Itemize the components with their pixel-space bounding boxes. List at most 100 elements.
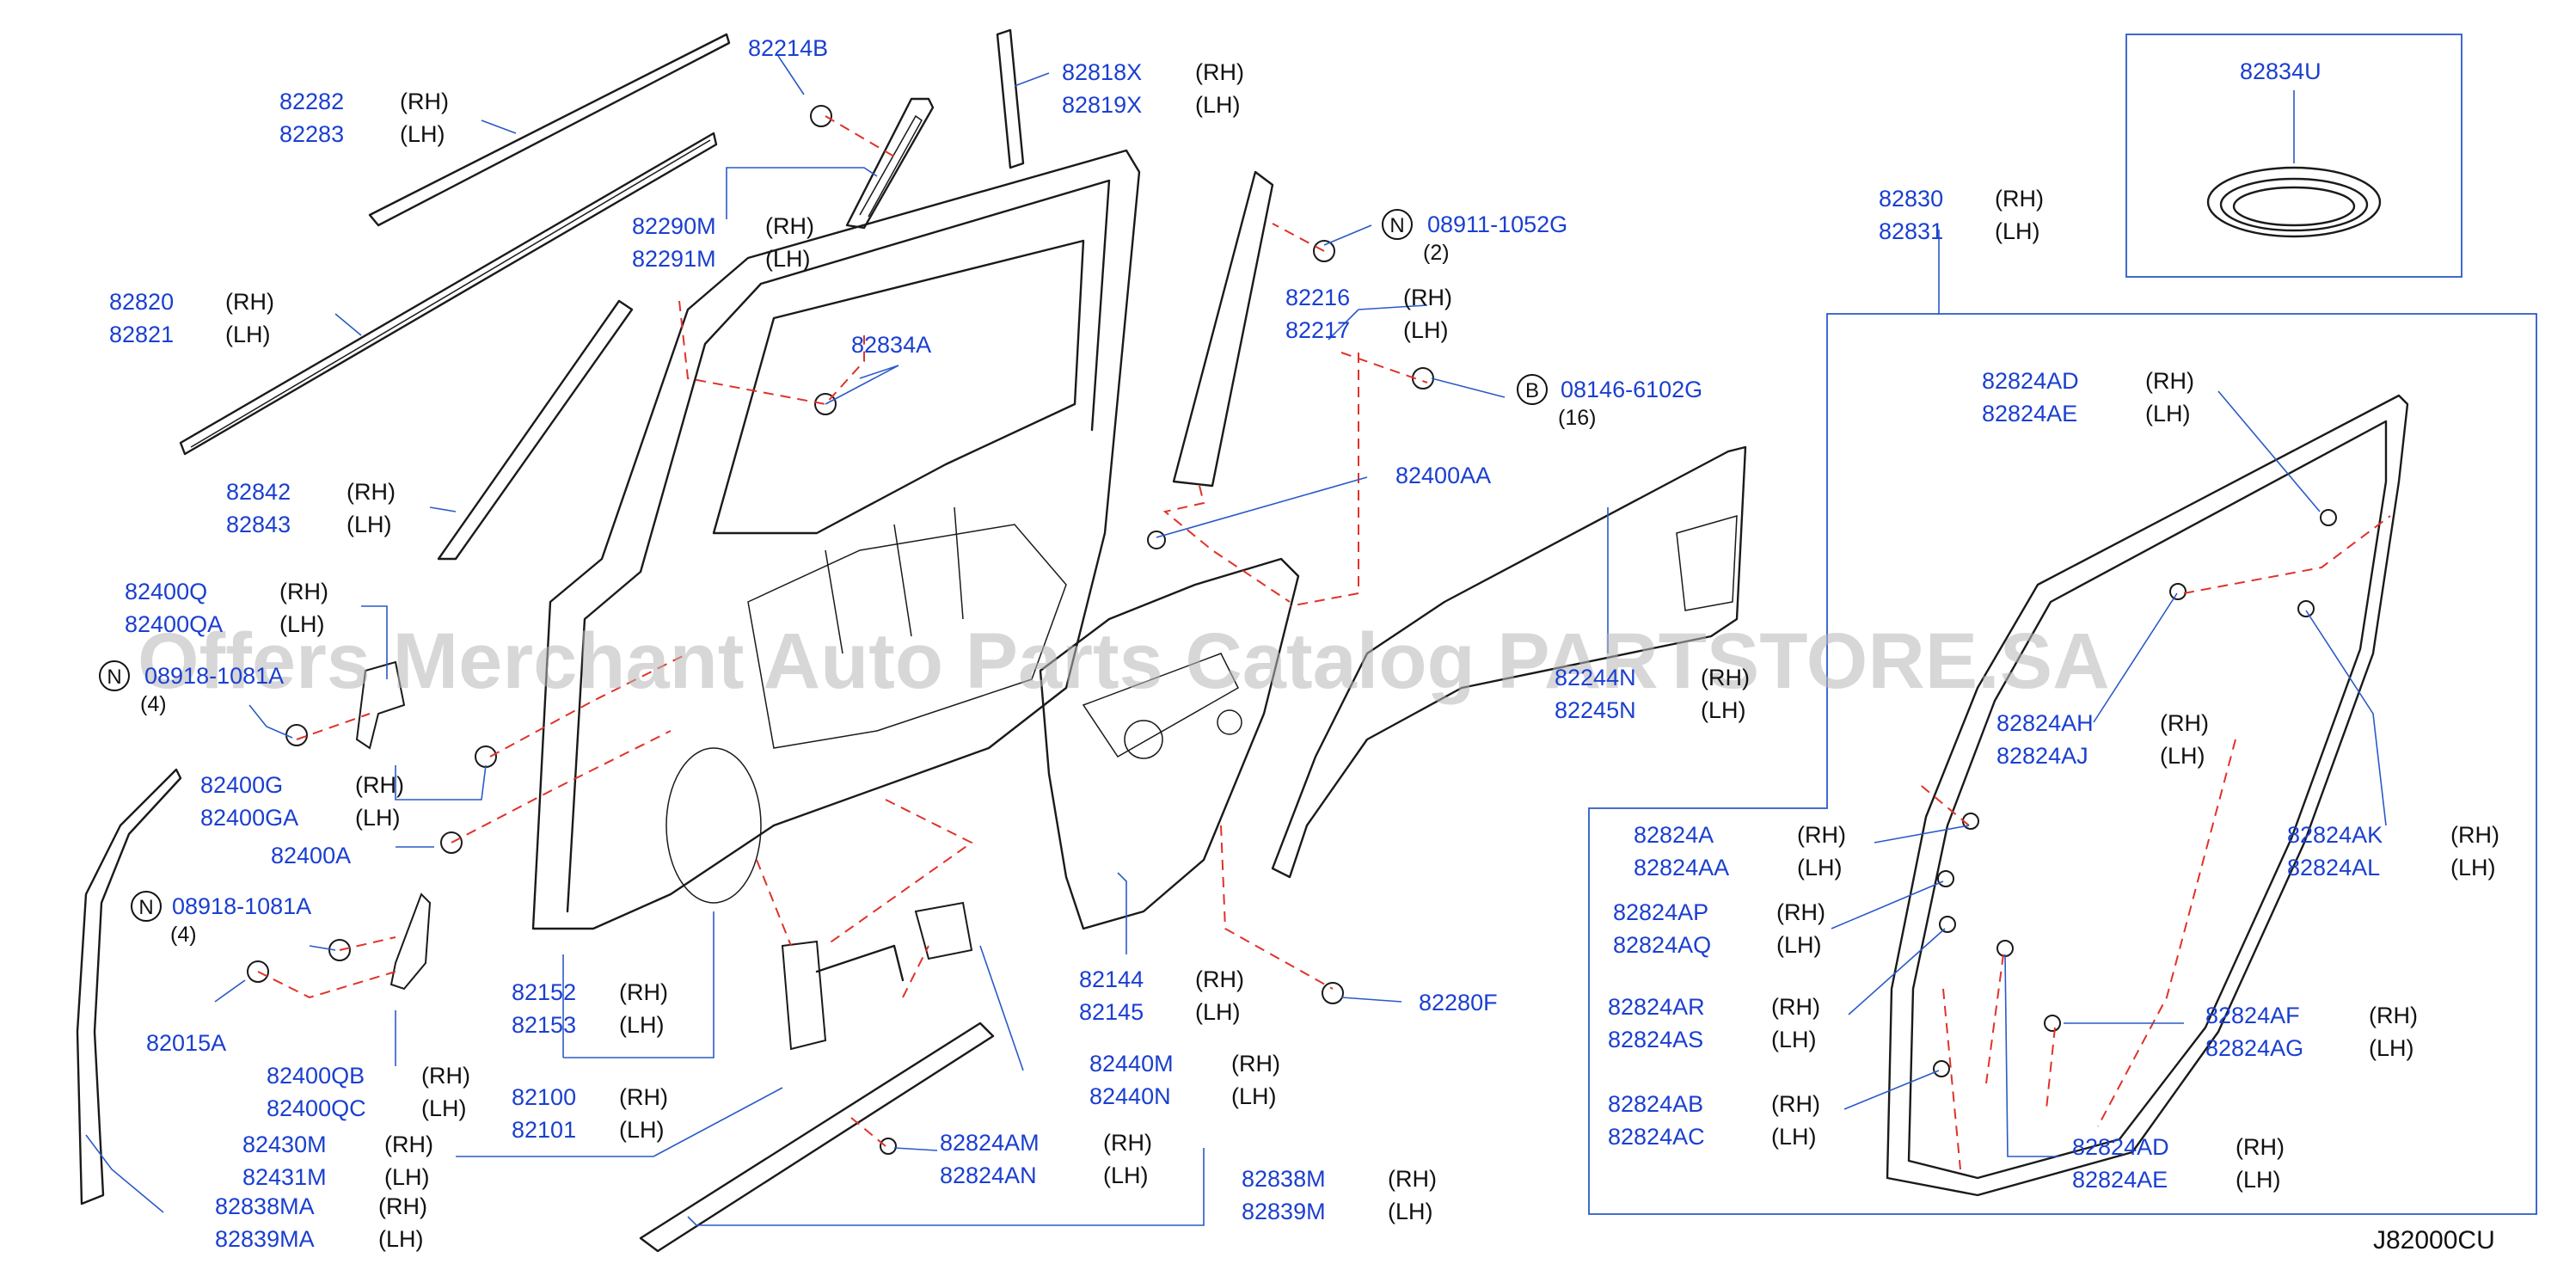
side-indicator: (RH) xyxy=(1995,186,2044,212)
part-number[interactable]: 82400AA xyxy=(1395,463,1491,488)
side-indicator: (LH) xyxy=(765,246,811,272)
part-number[interactable]: 82842 xyxy=(226,479,291,505)
part-number[interactable]: 82145 xyxy=(1079,999,1144,1025)
fastener-type-badge xyxy=(1382,209,1413,240)
part-number[interactable]: 82440N xyxy=(1089,1083,1171,1109)
callout-l14: 82244N(RH)82245N(LH) xyxy=(1555,665,1750,723)
part-number[interactable]: 82214B xyxy=(748,35,828,61)
part-number[interactable]: 82400QA xyxy=(125,611,223,637)
part-number[interactable]: 82217 xyxy=(1285,317,1350,343)
part-number[interactable]: 82838MA xyxy=(215,1193,315,1219)
part-number[interactable]: 82820 xyxy=(109,289,174,315)
door-bracket xyxy=(914,901,973,960)
part-number[interactable]: 82824AA xyxy=(1634,855,1729,880)
part-number[interactable]: 82291M xyxy=(632,246,716,272)
side-indicator: (RH) xyxy=(421,1063,470,1089)
part-number[interactable]: 82431M xyxy=(242,1164,327,1190)
side-indicator: (LH) xyxy=(400,121,445,147)
side-indicator: (LH) xyxy=(347,512,392,537)
fastener-type-badge xyxy=(1517,374,1548,405)
side-indicator: (RH) xyxy=(347,479,396,505)
part-number[interactable]: 82283 xyxy=(279,121,344,147)
side-indicator: (LH) xyxy=(1403,317,1449,343)
part-number[interactable]: 82400A xyxy=(271,843,351,868)
part-number[interactable]: 82430M xyxy=(242,1132,327,1157)
part-number[interactable]: 82824AF xyxy=(2205,1003,2300,1028)
part-number[interactable]: 82824AH xyxy=(1996,710,2094,736)
part-number[interactable]: 82400GA xyxy=(200,805,298,831)
side-indicator: (LH) xyxy=(355,805,401,831)
part-number[interactable]: 82819X xyxy=(1062,92,1142,118)
part-number[interactable]: 82152 xyxy=(512,979,576,1005)
corner-trim xyxy=(845,97,935,230)
part-number[interactable]: 82824AD xyxy=(2072,1134,2169,1160)
part-number[interactable]: 82834U xyxy=(2240,58,2321,84)
part-number[interactable]: 82101 xyxy=(512,1117,576,1143)
part-number[interactable]: 82839MA xyxy=(215,1226,315,1252)
part-number[interactable]: 82818X xyxy=(1062,59,1142,85)
part-number[interactable]: 82824A xyxy=(1634,822,1714,848)
part-number[interactable]: 82839M xyxy=(1242,1199,1326,1224)
side-indicator: (RH) xyxy=(1388,1166,1437,1192)
part-number[interactable]: 82015A xyxy=(146,1030,226,1056)
part-number[interactable]: 08918-1081A xyxy=(144,663,284,689)
part-number[interactable]: 82824AE xyxy=(1982,401,2077,426)
side-indicator: (RH) xyxy=(1231,1051,1280,1077)
part-number[interactable]: 82290M xyxy=(632,213,716,239)
side-indicator: (LH) xyxy=(1776,932,1822,958)
part-number[interactable]: 08911-1052G xyxy=(1427,212,1567,237)
part-number[interactable]: 82100 xyxy=(512,1084,576,1110)
part-number[interactable]: 82824AD xyxy=(1982,368,2079,394)
side-indicator: (LH) xyxy=(1995,218,2040,244)
part-number[interactable]: 82824AR xyxy=(1608,994,1705,1020)
part-number[interactable]: 82440M xyxy=(1089,1051,1174,1077)
side-indicator: (RH) xyxy=(1771,994,1820,1020)
side-indicator: (RH) xyxy=(619,1084,668,1110)
part-number[interactable]: 82280F xyxy=(1419,990,1498,1015)
part-number[interactable]: 82400QC xyxy=(267,1095,366,1121)
part-number[interactable]: 82824AC xyxy=(1608,1124,1705,1150)
part-number[interactable]: 82824AK xyxy=(2287,822,2383,848)
part-number[interactable]: 82400QB xyxy=(267,1063,365,1089)
part-number[interactable]: 82824AJ xyxy=(1996,743,2088,769)
callout-l21: 82015A xyxy=(146,1030,226,1056)
part-number[interactable]: 82824AL xyxy=(2287,855,2380,880)
side-indicator: (LH) xyxy=(619,1012,665,1038)
part-number[interactable]: 82824AM xyxy=(940,1130,1040,1156)
part-number[interactable]: 82400Q xyxy=(125,579,207,604)
part-number[interactable]: 82824AG xyxy=(2205,1035,2303,1061)
part-number[interactable]: 82244N xyxy=(1555,665,1636,690)
part-number[interactable]: 82824AQ xyxy=(1613,932,1711,958)
side-indicator: (LH) xyxy=(1771,1027,1817,1052)
part-number[interactable]: 82824AN xyxy=(940,1163,1037,1188)
callout-l30: 82830 (RH) 82831 (LH) xyxy=(1879,186,2044,244)
part-number[interactable]: 82282 xyxy=(279,89,344,114)
part-number[interactable]: 82216 xyxy=(1285,285,1350,310)
part-number[interactable]: 82830 xyxy=(1879,186,1943,212)
side-indicator: (LH) xyxy=(378,1226,424,1252)
part-number[interactable]: 82824AB xyxy=(1608,1091,1703,1117)
side-indicator: (RH) xyxy=(2369,1003,2418,1028)
part-number[interactable]: 82245N xyxy=(1555,697,1636,723)
part-number[interactable]: 82144 xyxy=(1079,966,1144,992)
part-number[interactable]: 82153 xyxy=(512,1012,576,1038)
part-number[interactable]: 82824AS xyxy=(1608,1027,1703,1052)
callout-l06: 82820(RH)82821(LH) xyxy=(109,289,274,347)
fastener-type-letter: B xyxy=(1525,379,1539,402)
callout-l12: 82400Q(RH)82400QA(LH) xyxy=(125,579,328,637)
part-number[interactable]: 82843 xyxy=(226,512,291,537)
part-number[interactable]: 82400G xyxy=(200,772,283,798)
part-number[interactable]: 82824AP xyxy=(1613,899,1708,925)
callout-l39: 82824AD(RH)82824AE(LH) xyxy=(2072,1134,2285,1193)
part-number[interactable]: 82824AE xyxy=(2072,1167,2168,1193)
part-number[interactable]: 82834A xyxy=(851,332,931,358)
part-number[interactable]: 82838M xyxy=(1242,1166,1326,1192)
part-number[interactable]: 82821 xyxy=(109,322,174,347)
weatherstrip-box xyxy=(1588,313,2537,1215)
part-number[interactable]: 82831 xyxy=(1879,218,1943,244)
part-number[interactable]: 08146-6102G xyxy=(1561,377,1702,402)
side-indicator: (LH) xyxy=(1195,999,1241,1025)
part-number[interactable]: 08918-1081A xyxy=(172,893,311,919)
